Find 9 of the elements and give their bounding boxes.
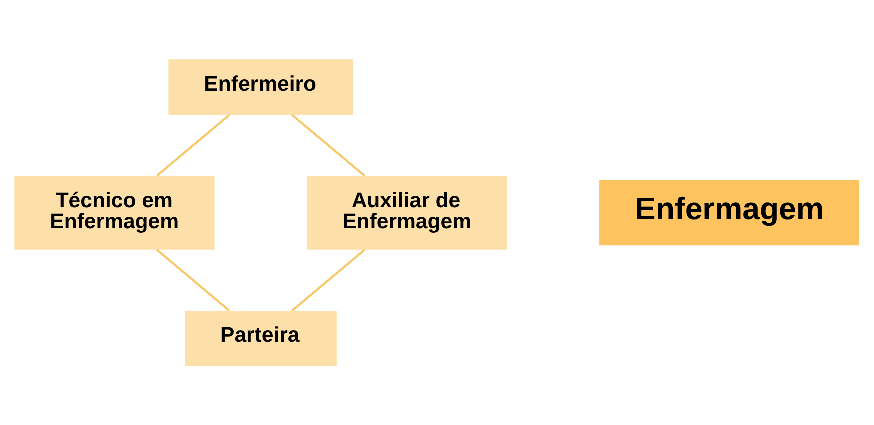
node-box: Enfermeiro	[168, 59, 354, 115]
connector	[156, 114, 230, 176]
connector	[292, 248, 366, 312]
connector	[156, 248, 230, 312]
node-box: Parteira	[185, 310, 337, 366]
node-box: Auxiliar de Enfermagem	[307, 176, 508, 250]
connector	[292, 114, 366, 176]
node-box: Enfermagem	[600, 180, 860, 246]
node-box: Técnico em Enfermagem	[14, 176, 215, 250]
